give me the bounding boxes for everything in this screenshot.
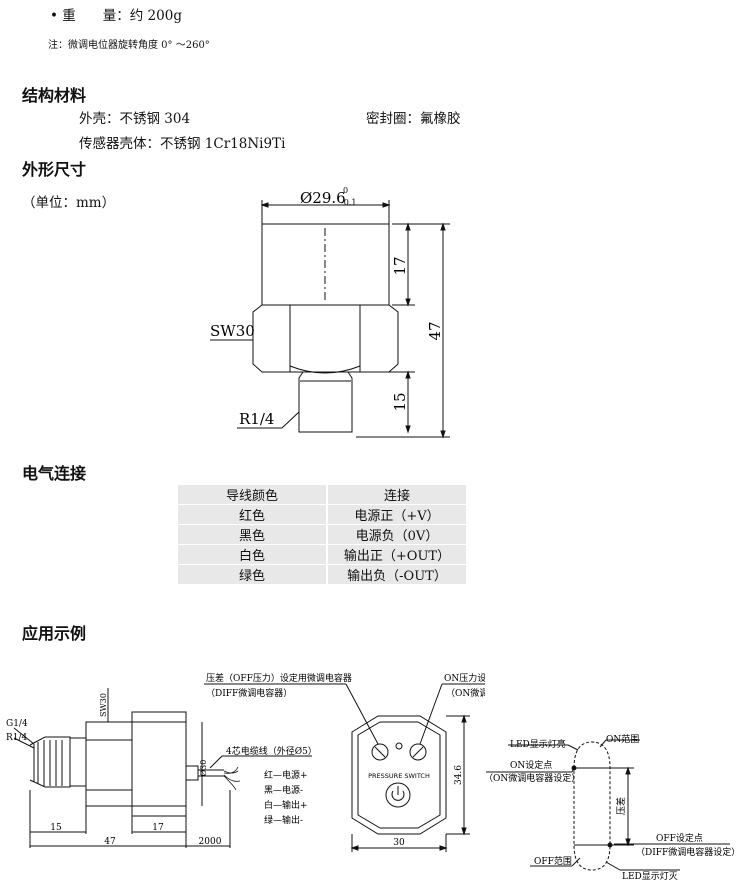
front-view-drawing: 压差（OFF压力）设定用微调电容器 （DIFF微调电容器） ON压力设定用微调电…: [204, 672, 485, 852]
electrical-heading: 电气连接: [22, 464, 87, 483]
wire-white: 白—输出+: [264, 799, 308, 811]
dimensions-heading: 外形尺寸: [22, 160, 87, 179]
dim-30-front: 30: [393, 838, 405, 848]
wire-black: 黑—电源-: [264, 784, 303, 796]
thread-label: R1/4: [239, 410, 274, 428]
d30-side-label: Ø30: [199, 760, 208, 777]
on-label-1: ON压力设定用微调电容器: [444, 672, 485, 684]
hysteresis-graph: LED显示灯亮 ON范围 ON设定点 （ON微调电容器设定） 压差 OFF设定点…: [484, 733, 738, 882]
wire-green: 绿—输出-: [264, 814, 303, 826]
dim-15: 15: [391, 392, 409, 411]
col-wire-color: 导线颜色: [178, 485, 328, 504]
on-point-label-1: ON设定点: [510, 759, 552, 771]
unit-note: （单位：mm）: [22, 195, 116, 211]
wire-color-cell: 绿色: [178, 565, 328, 584]
wire-color-cell: 白色: [178, 545, 328, 564]
table-header-row: 导线颜色 连接: [178, 485, 466, 504]
table-row: 白色 输出正（+OUT）: [178, 545, 466, 564]
connection-cell: 电源正（+V）: [328, 505, 466, 524]
material-shell: 外壳：不锈钢 304: [79, 111, 191, 127]
application-heading: 应用示例: [22, 624, 87, 643]
sw30-side-label: SW30: [99, 693, 108, 717]
dim-15-side: 15: [50, 823, 62, 833]
diff-label-1: 压差（OFF压力）设定用微调电容器: [206, 672, 352, 684]
wire-red: 红—电源+: [264, 769, 308, 781]
g14-label: G1/4: [6, 719, 28, 729]
table-row: 绿色 输出负（-OUT）: [178, 565, 466, 584]
on-point-label-2: （ON微调电容器设定）: [484, 772, 580, 784]
sw30-label: SW30: [210, 322, 255, 340]
dim-17-side: 17: [152, 823, 164, 833]
wire-color-cell: 黑色: [178, 525, 328, 544]
weight-line: • 重 量：约 200g: [50, 4, 182, 24]
wire-color-cell: 红色: [178, 505, 328, 524]
switch-text: PRESSURE SWITCH: [368, 772, 430, 780]
materials-heading: 结构材料: [22, 86, 87, 105]
weight-value: 约 200g: [129, 8, 182, 24]
table-row: 红色 电源正（+V）: [178, 505, 466, 524]
wiring-table: 导线颜色 连接 红色 电源正（+V） 黑色 电源负（0V） 白色 输出正（+OU…: [178, 484, 466, 585]
tol-lower: -0.1: [341, 198, 356, 207]
connection-cell: 输出负（-OUT）: [328, 565, 466, 584]
off-point-label-2: （DIFF微调电容器设定）: [636, 846, 738, 858]
diff-label-2: （DIFF微调电容器）: [206, 687, 292, 699]
bullet: •: [50, 8, 58, 24]
weight-label: 重 量：: [62, 8, 130, 24]
side-view-drawing: G1/4 R1/4 SW30 Ø30 15 17 47 2000 4芯电缆线（外…: [6, 688, 317, 848]
rotation-note: 注：微调电位器旋转角度 0° ～260°: [48, 40, 210, 51]
tol-upper: 0: [343, 186, 348, 195]
off-range-label: OFF范围: [534, 855, 572, 867]
dim-346: 34.6: [454, 765, 464, 785]
on-label-2: （ON微调电容器）: [446, 687, 485, 699]
col-connection: 连接: [328, 485, 466, 504]
diameter-label: Ø29.6: [300, 189, 346, 207]
led-off-label: LED显示灯灭: [622, 871, 678, 882]
connection-cell: 输出正（+OUT）: [328, 545, 466, 564]
material-sensor-shell: 传感器壳体：不锈钢 1Cr18Ni9Ti: [79, 136, 286, 152]
dim-47: 47: [426, 321, 444, 340]
dim-2000-side: 2000: [199, 837, 222, 847]
material-seal: 密封圈：氟橡胶: [366, 111, 461, 127]
r14-label: R1/4: [6, 733, 28, 743]
off-point-label-1: OFF设定点: [656, 832, 703, 844]
cable-label: 4芯电缆线（外径Ø5）: [226, 745, 317, 757]
dim-17: 17: [391, 256, 409, 275]
dimension-drawing: Ø29.6 0 -0.1 17 47 15 SW30 R1/4: [210, 186, 450, 439]
table-row: 黑色 电源负（0V）: [178, 525, 466, 544]
on-range-label: ON范围: [606, 733, 639, 745]
connection-cell: 电源负（0V）: [328, 525, 466, 544]
dim-47-side: 47: [104, 837, 116, 847]
pressure-diff-label: 压差: [615, 797, 627, 815]
led-on-label: LED显示灯亮: [510, 738, 566, 750]
